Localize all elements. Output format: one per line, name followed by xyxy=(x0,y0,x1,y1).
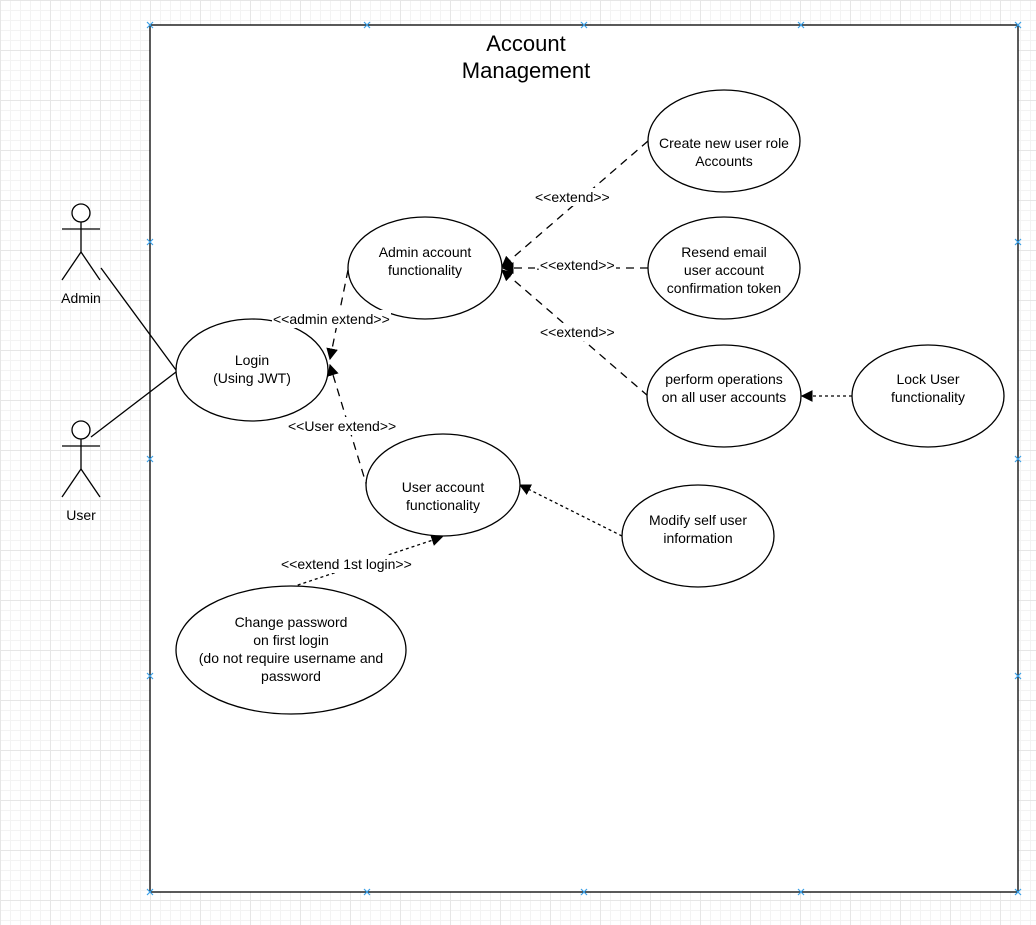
usecase-user-account-shape[interactable] xyxy=(365,433,521,537)
handle[interactable] xyxy=(146,888,154,896)
association-admin-login[interactable] xyxy=(100,267,177,371)
handle[interactable] xyxy=(797,888,805,896)
usecase-create-role-shape[interactable] xyxy=(647,89,801,193)
handle[interactable] xyxy=(797,21,805,29)
usecase-admin-account-shape[interactable] xyxy=(347,216,503,320)
handle[interactable] xyxy=(1014,455,1022,463)
handle[interactable] xyxy=(146,455,154,463)
edge-extend-create-role[interactable] xyxy=(501,140,649,268)
selection-handles xyxy=(146,21,1022,896)
association-user-login[interactable] xyxy=(90,371,177,438)
handle[interactable] xyxy=(146,238,154,246)
actor-user-figure[interactable] xyxy=(61,420,101,498)
edge-modify-user-account[interactable] xyxy=(518,484,623,537)
handle[interactable] xyxy=(580,888,588,896)
handle[interactable] xyxy=(146,672,154,680)
usecase-login-shape[interactable] xyxy=(175,318,329,422)
handle[interactable] xyxy=(363,21,371,29)
actor-admin-figure[interactable] xyxy=(61,203,101,281)
handle[interactable] xyxy=(146,21,154,29)
usecase-resend-email-shape[interactable] xyxy=(647,216,801,320)
edge-user-extend[interactable] xyxy=(327,363,369,491)
usecase-perform-ops-shape[interactable] xyxy=(646,344,802,448)
usecase-modify-self-shape[interactable] xyxy=(621,484,775,588)
handle[interactable] xyxy=(1014,238,1022,246)
usecase-change-password-shape[interactable] xyxy=(175,585,407,715)
system-boundary[interactable] xyxy=(149,24,1019,893)
handle[interactable] xyxy=(1014,888,1022,896)
handle[interactable] xyxy=(1014,21,1022,29)
handle[interactable] xyxy=(1014,672,1022,680)
usecase-lock-user-shape[interactable] xyxy=(851,344,1005,448)
handle[interactable] xyxy=(363,888,371,896)
handle[interactable] xyxy=(580,21,588,29)
edge-extend-perform-ops[interactable] xyxy=(501,269,649,397)
